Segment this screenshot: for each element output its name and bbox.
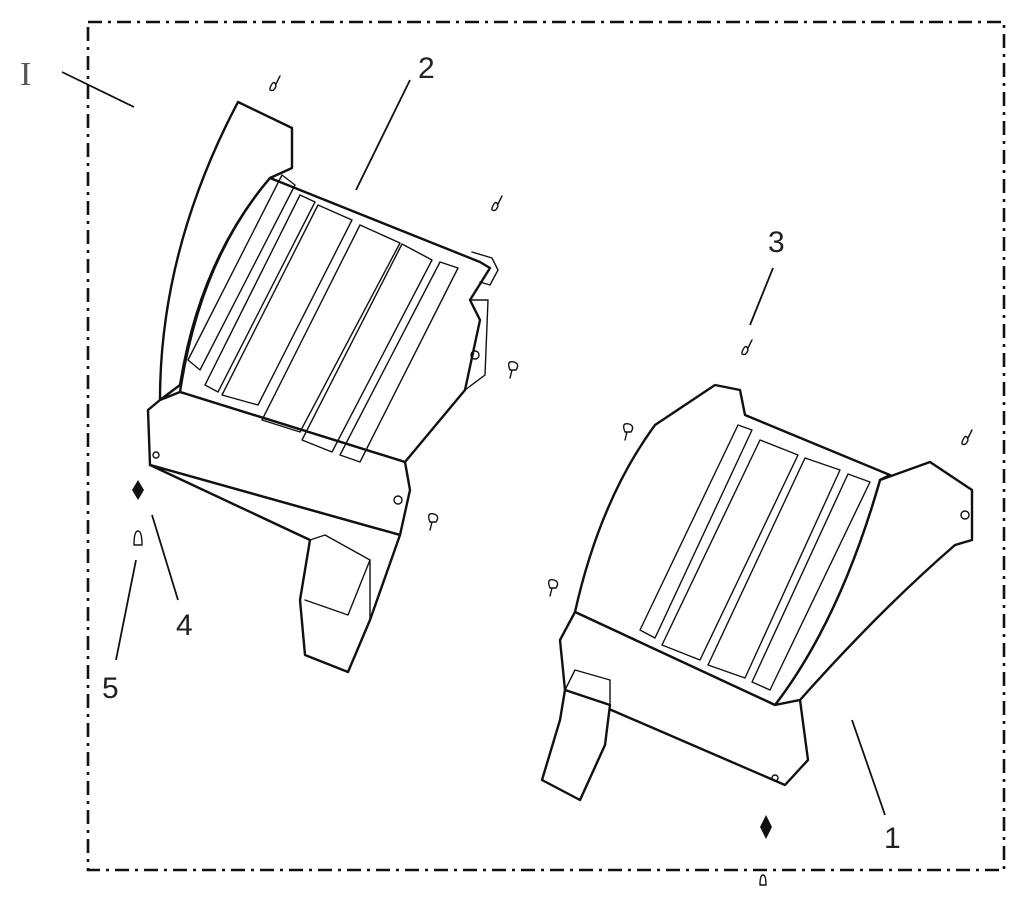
callout-5-label: 5 <box>102 672 119 705</box>
callout-4-label: 4 <box>176 609 193 642</box>
screw-icon <box>427 512 439 531</box>
section-leader <box>61 71 135 108</box>
assembly-frame <box>86 20 1006 872</box>
clip-nut-icon <box>132 480 144 500</box>
screw-icon <box>759 874 767 886</box>
screw-icon <box>133 530 143 546</box>
screw-icon <box>547 578 559 597</box>
screw-icon <box>741 339 753 356</box>
screw-icon <box>961 429 973 446</box>
callout-3-label: 3 <box>768 226 785 259</box>
screw-icon <box>622 422 634 441</box>
callout-3: 3 <box>749 226 785 326</box>
clip-nut-icon <box>760 815 772 839</box>
callout-5: 5 <box>102 559 137 705</box>
callout-4: 4 <box>151 514 193 642</box>
callout-2-label: 2 <box>418 52 435 85</box>
footrest-panel-left <box>146 100 499 674</box>
screw-icon <box>491 195 503 212</box>
callout-2: 2 <box>355 52 435 191</box>
callout-1: 1 <box>851 719 901 855</box>
screw-icon <box>269 75 281 92</box>
callout-1-label: 1 <box>884 822 901 855</box>
screw-icon <box>507 360 519 379</box>
footrest-panel-right <box>540 383 974 802</box>
section-label: I <box>20 56 31 93</box>
